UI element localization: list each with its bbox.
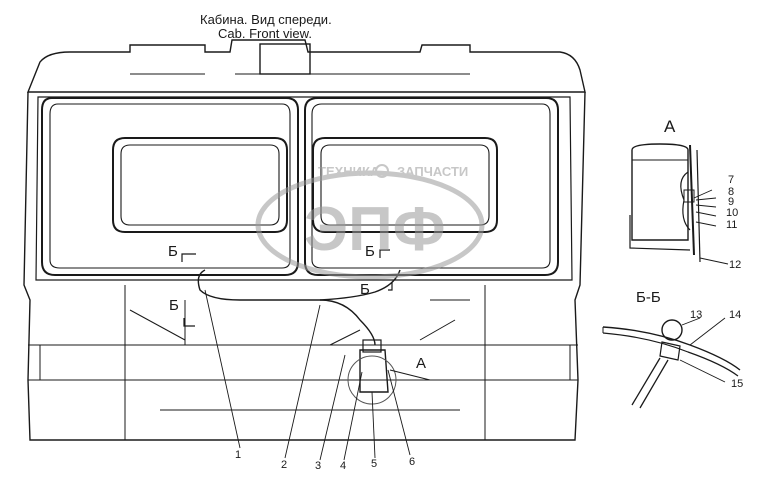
washer-hose xyxy=(197,269,376,346)
callout-14: 14 xyxy=(729,309,741,321)
callout-6: 6 xyxy=(409,456,415,468)
callout-4: 4 xyxy=(340,460,346,472)
view-bb-heading: Б-Б xyxy=(636,289,661,306)
left-headlight-recess xyxy=(39,344,126,381)
right-windshield xyxy=(304,97,559,276)
callout-3: 3 xyxy=(315,460,321,472)
callout-13: 13 xyxy=(690,309,702,321)
callout-9: 9 xyxy=(728,196,734,208)
watermark-left-word: ТЕХНИКА xyxy=(318,164,380,179)
washer-reservoir xyxy=(359,349,389,393)
cab-roof-outline xyxy=(26,39,586,93)
right-headlight-recess xyxy=(484,344,571,381)
cut-mark-b-lower-mid: Б xyxy=(360,281,370,298)
roof-beacon xyxy=(259,43,311,75)
view-bb-detail xyxy=(602,317,741,409)
title-en: Cab. Front view. xyxy=(218,26,312,41)
left-rear-window xyxy=(112,137,288,233)
callout-7: 7 xyxy=(728,174,734,186)
callout-2: 2 xyxy=(281,459,287,471)
callout-12: 12 xyxy=(729,259,741,271)
callout-10: 10 xyxy=(726,207,738,219)
callout-8: 8 xyxy=(728,186,734,198)
cut-mark-b-mid: Б xyxy=(365,243,375,260)
callout-11: 11 xyxy=(726,219,737,231)
title-ru: Кабина. Вид спереди. xyxy=(200,12,332,27)
right-rear-window xyxy=(312,137,498,233)
watermark-monogram: ЭПФ xyxy=(304,195,446,264)
watermark-right-word: ЗАПЧАСТИ xyxy=(397,164,468,179)
watermark: ТЕХНИКА ЗАПЧАСТИ ЭПФ xyxy=(255,164,485,280)
view-a-heading: А xyxy=(664,117,676,136)
gear-icon xyxy=(375,164,389,178)
callout-5: 5 xyxy=(371,458,377,470)
view-a-detail xyxy=(629,143,729,265)
cab-body-outline xyxy=(23,91,586,441)
cut-mark-b-left: Б xyxy=(168,243,178,260)
pointer-a-label: А xyxy=(416,355,426,372)
left-windshield xyxy=(41,97,299,276)
callout-1: 1 xyxy=(235,449,241,461)
cut-mark-b-lower-left: Б xyxy=(169,297,179,314)
callout-15: 15 xyxy=(731,378,743,390)
